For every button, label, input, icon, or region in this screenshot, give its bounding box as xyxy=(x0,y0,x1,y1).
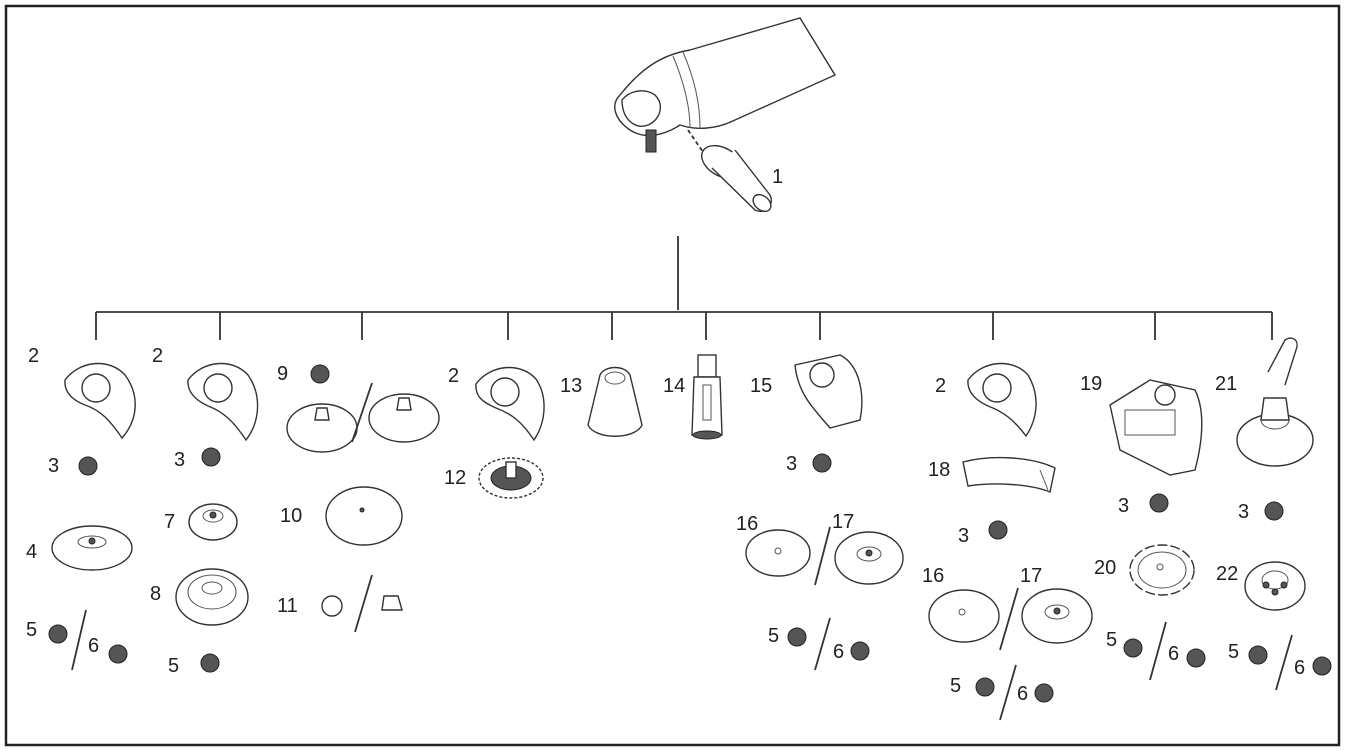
nut-icon xyxy=(1123,638,1143,658)
label-5: 5 xyxy=(768,625,779,647)
label-5: 5 xyxy=(1228,641,1239,663)
label-18: 18 xyxy=(928,459,950,481)
dust-extraction-guard xyxy=(1109,379,1203,476)
label-6: 6 xyxy=(1294,657,1305,679)
label-5: 5 xyxy=(26,619,37,641)
label-1: 1 xyxy=(772,166,783,188)
side-handle xyxy=(701,144,772,213)
spindle-nut-icon xyxy=(381,595,403,611)
nut-icon xyxy=(310,364,330,384)
flange-nut-icon xyxy=(1264,501,1284,521)
label-6: 6 xyxy=(1017,683,1028,705)
wheel-guard xyxy=(475,366,545,442)
column-7: 15 3 16 17 5 6 xyxy=(736,354,904,671)
quick-nut-icon xyxy=(850,641,870,661)
label-8: 8 xyxy=(150,583,161,605)
dust-hood xyxy=(1236,337,1314,467)
wheel-guard xyxy=(64,362,136,440)
rubber-pad-alt xyxy=(368,393,440,443)
segmented-diamond-disc xyxy=(1129,544,1195,596)
column-1: 2 3 4 5 6 xyxy=(26,345,136,671)
flange-nut-icon xyxy=(1149,493,1169,513)
cover-shroud xyxy=(962,456,1056,493)
frame-border xyxy=(4,4,1341,747)
label-5: 5 xyxy=(1106,629,1117,651)
core-bit-adapter xyxy=(691,354,723,440)
quick-nut-icon xyxy=(1034,683,1054,703)
nut-icon xyxy=(1248,645,1268,665)
label-6: 6 xyxy=(1168,643,1179,665)
label-9: 9 xyxy=(277,363,288,385)
wheel-guard xyxy=(967,362,1037,438)
column-3: 9 10 11 xyxy=(277,363,440,633)
label-16: 16 xyxy=(736,513,758,535)
flange-nut-icon xyxy=(201,447,221,467)
label-10: 10 xyxy=(280,505,302,527)
label-12: 12 xyxy=(444,467,466,489)
column-10: 21 3 22 5 6 xyxy=(1215,337,1332,691)
cutting-guard xyxy=(794,354,863,429)
flap-disc xyxy=(175,568,249,626)
wire-wheel xyxy=(478,457,544,499)
column-2: 2 3 7 8 5 xyxy=(150,345,259,677)
column-8: 2 18 3 16 17 5 6 xyxy=(922,362,1093,721)
label-22: 22 xyxy=(1216,563,1238,585)
label-5: 5 xyxy=(168,655,179,677)
cutting-disc xyxy=(928,589,1000,643)
nut-icon xyxy=(200,653,220,673)
rubber-pad xyxy=(286,403,358,453)
cup-brush xyxy=(188,503,238,541)
label-19: 19 xyxy=(1080,373,1102,395)
label-3: 3 xyxy=(958,525,969,547)
label-7: 7 xyxy=(164,511,175,533)
diamond-cup-wheel xyxy=(1244,561,1306,611)
label-2: 2 xyxy=(152,345,163,367)
column-9: 19 3 20 5 6 xyxy=(1080,373,1206,681)
label-15: 15 xyxy=(750,375,772,397)
label-3: 3 xyxy=(174,449,185,471)
label-2: 2 xyxy=(935,375,946,397)
label-13: 13 xyxy=(560,375,582,397)
label-17: 17 xyxy=(1020,565,1042,587)
label-4: 4 xyxy=(26,541,37,563)
label-14: 14 xyxy=(663,375,685,397)
label-6: 6 xyxy=(833,641,844,663)
clamp-nut-icon xyxy=(321,595,343,617)
wheel-guard xyxy=(187,362,259,442)
label-3: 3 xyxy=(1118,495,1129,517)
cutting-disc xyxy=(745,529,811,577)
quick-nut-icon xyxy=(1312,656,1332,676)
nut-icon xyxy=(48,624,68,644)
label-6: 6 xyxy=(88,635,99,657)
label-3: 3 xyxy=(48,455,59,477)
flange-nut-icon xyxy=(78,456,98,476)
flange-nut-icon xyxy=(988,520,1008,540)
label-20: 20 xyxy=(1094,557,1116,579)
angle-grinder xyxy=(614,17,837,156)
label-2: 2 xyxy=(28,345,39,367)
diamond-disc xyxy=(1021,588,1093,644)
column-4: 2 12 xyxy=(444,365,545,499)
label-17: 17 xyxy=(832,511,854,533)
quick-nut-icon xyxy=(1186,648,1206,668)
label-2: 2 xyxy=(448,365,459,387)
flange-nut-icon xyxy=(812,453,832,473)
label-21: 21 xyxy=(1215,373,1237,395)
sanding-sheet xyxy=(325,486,403,546)
backing-pad xyxy=(51,525,133,571)
label-11: 11 xyxy=(277,595,298,617)
connector-tree xyxy=(95,236,1273,340)
diamond-disc xyxy=(834,531,904,585)
label-3: 3 xyxy=(1238,501,1249,523)
quick-nut-icon xyxy=(108,644,128,664)
nut-icon xyxy=(975,677,995,697)
nut-icon xyxy=(787,627,807,647)
column-5: 13 xyxy=(560,366,643,437)
label-5: 5 xyxy=(950,675,961,697)
label-16: 16 xyxy=(922,565,944,587)
label-3: 3 xyxy=(786,453,797,475)
cone-cup-brush xyxy=(587,366,643,437)
column-6: 14 xyxy=(663,354,723,440)
